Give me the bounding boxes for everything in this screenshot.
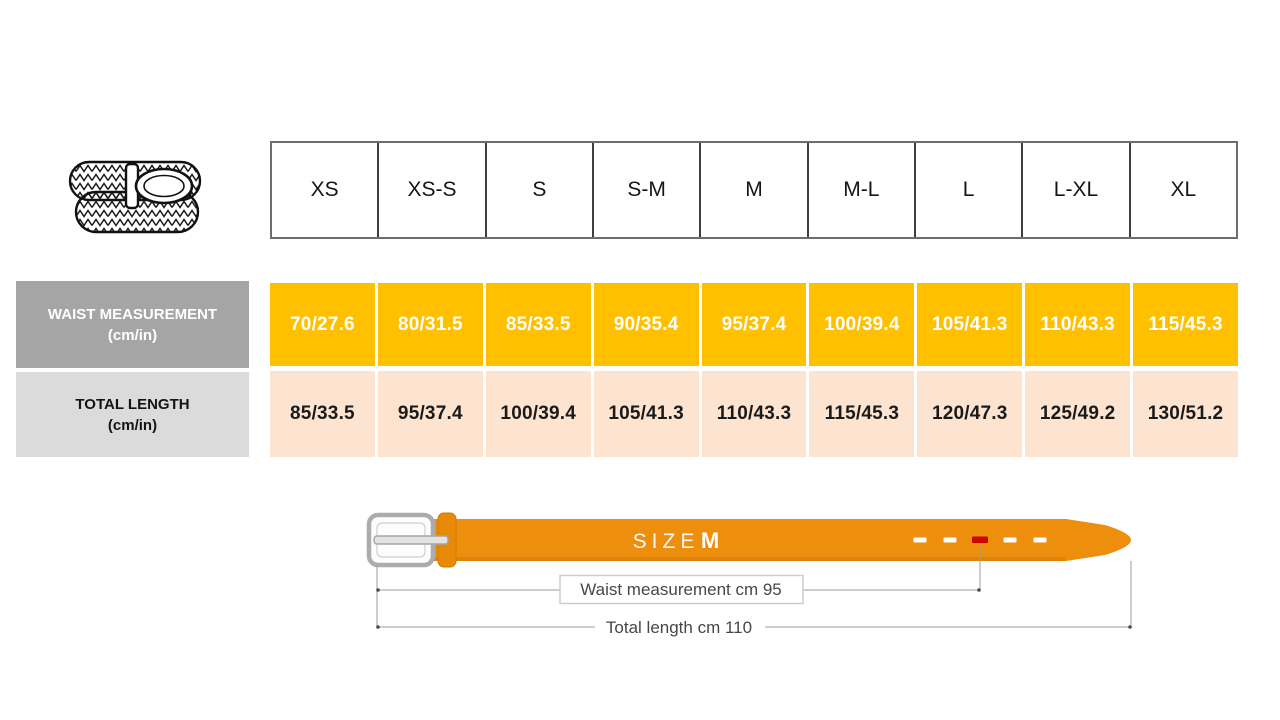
waist-label-line2: (cm/in) — [107, 326, 158, 344]
length-value-cell: 105/41.3 — [593, 371, 699, 457]
size-header-cell-xs: XS — [310, 178, 339, 201]
length-value-cell: 95/37.4 — [377, 371, 483, 457]
waist-measurement-row-label: WAIST MEASUREMENT (cm/in) — [16, 281, 249, 368]
size-header-cell-s: S — [484, 143, 592, 237]
waist-value-cell: 115/45.3 — [1133, 283, 1238, 366]
length-label-line1: TOTAL LENGTH — [75, 395, 190, 413]
length-value-cell: 85/33.5 — [270, 371, 375, 457]
belt-hole — [1033, 537, 1047, 543]
waist-measurement-box — [559, 574, 804, 605]
size-word-label: SIZE — [633, 530, 700, 553]
size-header-cell-xs-s: XS-S — [377, 143, 484, 237]
waist-value-cell: 90/35.4 — [593, 283, 699, 366]
waist-measurement-label: Waist measurement cm 95 — [580, 580, 782, 599]
total-length-label: Total length cm 110 — [606, 618, 752, 637]
size-header-cell-s-m: S-M — [591, 143, 699, 237]
length-value-cell: 125/49.2 — [1025, 371, 1131, 457]
size-header-cell-l: L — [913, 143, 1021, 237]
waist-value-cell: 95/37.4 — [701, 283, 807, 366]
length-value-cell: 115/45.3 — [809, 371, 915, 457]
waist-values-row: 70/27.6 80/31.5 85/33.5 90/35.4 95/37.4 … — [270, 283, 1238, 366]
length-value-cell: 120/47.3 — [917, 371, 1023, 457]
waist-value-cell: 110/43.3 — [1025, 283, 1131, 366]
belt-hole — [1003, 537, 1017, 543]
length-label-line2: (cm/in) — [107, 416, 158, 434]
size-header-cell-xl: XL — [1128, 143, 1236, 237]
waist-value-cell: 105/41.3 — [917, 283, 1023, 366]
belt-tip — [1066, 519, 1131, 561]
total-length-row-label: TOTAL LENGTH (cm/in) — [16, 372, 249, 457]
size-value-label: M — [701, 528, 719, 553]
length-values-row: 85/33.5 95/37.4 100/39.4 105/41.3 110/43… — [270, 371, 1238, 457]
belt-strap — [430, 519, 1066, 561]
dimension-end-dots — [376, 588, 1132, 629]
waist-value-cell: 80/31.5 — [377, 283, 483, 366]
braided-belt-icon — [68, 160, 202, 234]
waist-value-cell: 100/39.4 — [809, 283, 915, 366]
length-value-cell: 130/51.2 — [1133, 371, 1238, 457]
belt-strap-shadow — [430, 557, 1066, 561]
size-header-cell-m: M — [699, 143, 806, 237]
belt-hole — [943, 537, 957, 543]
size-header-cell-m-l: M-L — [806, 143, 914, 237]
size-header-cell-l-xl: L-XL — [1021, 143, 1128, 237]
belt-hole-highlighted — [972, 536, 988, 543]
dimension-lines — [376, 546, 1132, 628]
size-header-table: XS XS-S S S-M M M-L L L-XL XL — [270, 141, 1238, 239]
waist-value-cell: 70/27.6 — [270, 283, 375, 366]
waist-label-line1: WAIST MEASUREMENT — [47, 305, 218, 323]
waist-value-cell: 85/33.5 — [485, 283, 591, 366]
belt-with-buckle-diagram: SIZE M Waist measurement cm 95 Total — [366, 512, 1132, 637]
belt-buckle-prong — [373, 535, 449, 545]
length-value-cell: 110/43.3 — [701, 371, 807, 457]
belt-hole — [913, 537, 927, 543]
length-value-cell: 100/39.4 — [485, 371, 591, 457]
